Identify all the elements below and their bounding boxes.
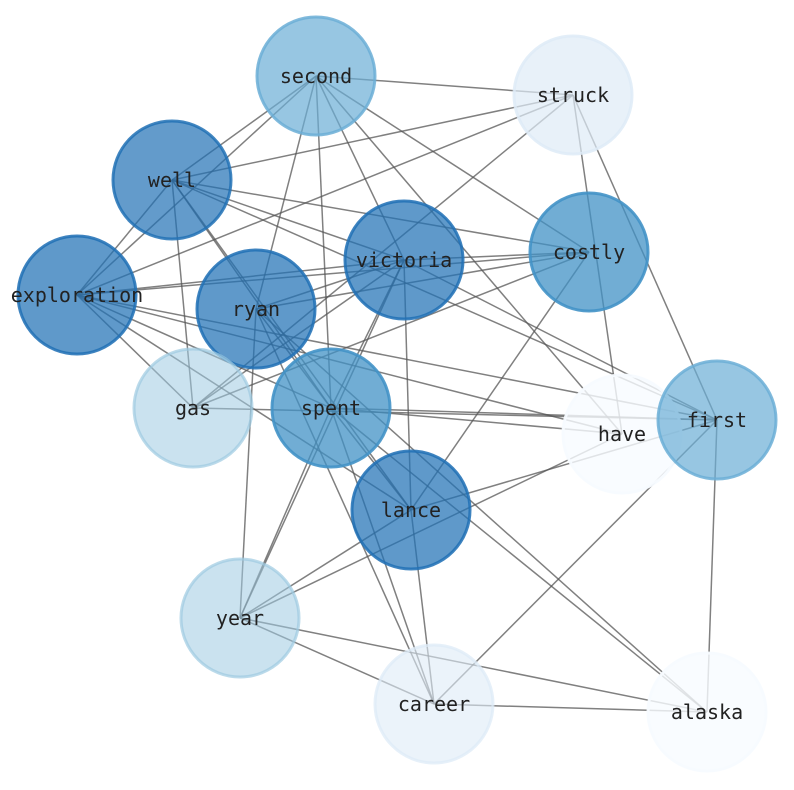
node-label: career	[398, 692, 470, 716]
node-circle[interactable]	[373, 643, 495, 765]
edge-costly-gas	[192, 251, 590, 409]
node-year[interactable]: year	[179, 557, 301, 679]
node-label: costly	[553, 240, 625, 264]
node-circle[interactable]	[111, 119, 233, 241]
node-costly[interactable]: costly	[528, 191, 650, 313]
node-second[interactable]: second	[255, 15, 377, 137]
node-ryan[interactable]: ryan	[195, 248, 317, 370]
edge-struck-exploration	[76, 94, 574, 296]
node-well[interactable]: well	[111, 119, 233, 241]
node-circle[interactable]	[16, 234, 138, 356]
node-label: year	[216, 606, 264, 630]
edge-struck-well	[171, 94, 574, 181]
node-label: first	[687, 408, 747, 432]
node-lance[interactable]: lance	[350, 449, 472, 571]
node-circle[interactable]	[132, 347, 254, 469]
node-circle[interactable]	[343, 199, 465, 321]
edge-second-have	[315, 75, 623, 435]
node-alaska[interactable]: alaska	[646, 651, 768, 773]
node-label: alaska	[671, 700, 743, 724]
node-label: well	[148, 168, 196, 192]
node-circle[interactable]	[646, 651, 768, 773]
nodes-layer: second struck well costly victoria exploratio…	[11, 15, 778, 773]
node-circle[interactable]	[350, 449, 472, 571]
node-circle[interactable]	[270, 347, 392, 469]
node-have[interactable]: have	[561, 373, 683, 495]
node-circle[interactable]	[512, 34, 634, 156]
node-victoria[interactable]: victoria	[343, 199, 465, 321]
node-circle[interactable]	[195, 248, 317, 370]
node-gas[interactable]: gas	[132, 347, 254, 469]
node-spent[interactable]: spent	[270, 347, 392, 469]
node-circle[interactable]	[656, 359, 778, 481]
node-exploration[interactable]: exploration	[11, 234, 143, 356]
node-label: victoria	[356, 248, 452, 272]
node-label: have	[598, 422, 646, 446]
node-circle[interactable]	[528, 191, 650, 313]
node-career[interactable]: career	[373, 643, 495, 765]
node-circle[interactable]	[255, 15, 377, 137]
node-label: ryan	[232, 297, 280, 321]
node-label: second	[280, 64, 352, 88]
node-label: lance	[381, 498, 441, 522]
node-circle[interactable]	[179, 557, 301, 679]
node-label: exploration	[11, 283, 143, 307]
node-label: gas	[175, 396, 211, 420]
node-first[interactable]: first	[656, 359, 778, 481]
node-label: spent	[301, 396, 361, 420]
edge-exploration-costly	[76, 251, 590, 296]
node-struck[interactable]: struck	[512, 34, 634, 156]
node-label: struck	[537, 83, 609, 107]
